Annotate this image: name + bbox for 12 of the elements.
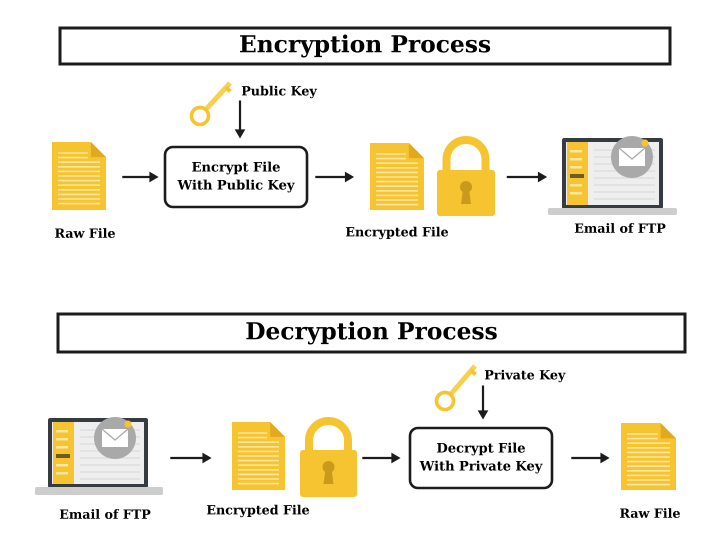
- process-box: Encrypt File With Public Key: [164, 146, 308, 208]
- node-label: Raw File: [55, 228, 115, 238]
- node-label: Encrypted File: [206, 504, 310, 518]
- title-box: Encryption Process: [58, 26, 672, 66]
- node-label: Email of FTP: [60, 509, 150, 519]
- key-label: Public Key: [242, 86, 318, 98]
- node-label: Raw File: [620, 508, 680, 518]
- process-box: Decrypt File With Private Key: [408, 426, 554, 490]
- title-box: Decryption Process: [56, 312, 686, 354]
- node-label: Encrypted File: [346, 226, 448, 240]
- key-label: Private Key: [484, 370, 566, 382]
- node-label: Email of FTP: [574, 223, 666, 233]
